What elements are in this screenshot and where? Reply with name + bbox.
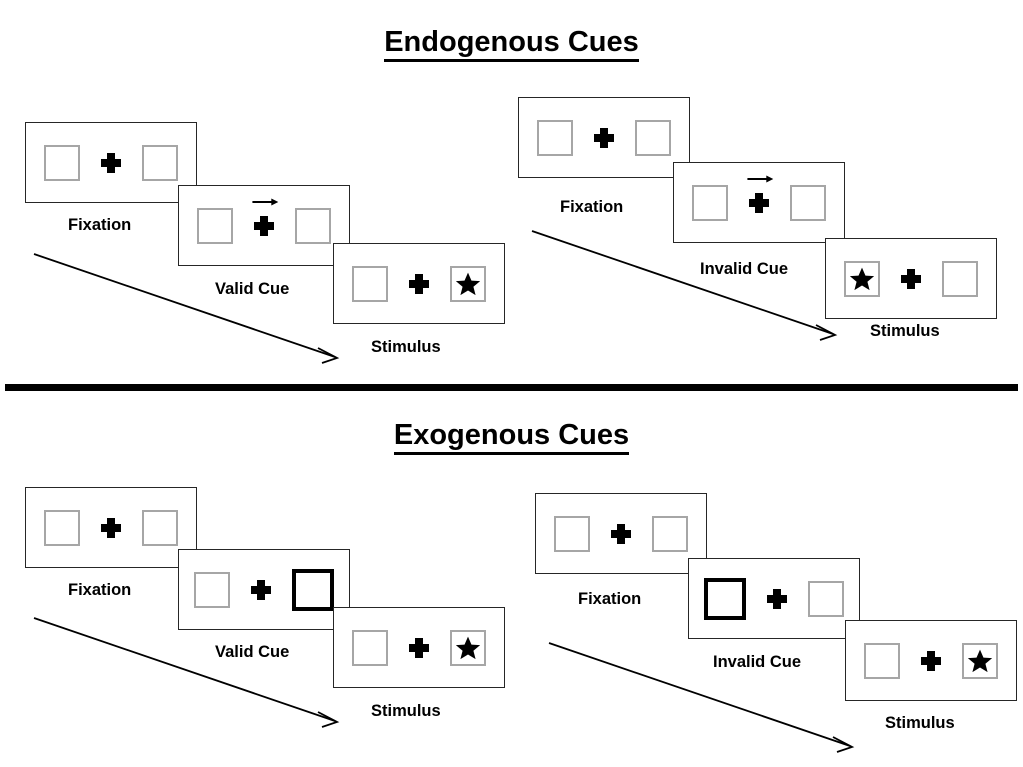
fixation-centre bbox=[248, 579, 274, 600]
time-flow-arrow-icon bbox=[33, 253, 340, 364]
section-divider bbox=[5, 384, 1018, 391]
panel-exogenous-valid-fixation[interactable] bbox=[25, 487, 197, 568]
plus-icon bbox=[409, 273, 429, 294]
placeholder-box-right bbox=[142, 144, 178, 181]
placeholder-box-right bbox=[808, 580, 844, 617]
plus-icon bbox=[594, 127, 614, 148]
placeholder-box-right bbox=[942, 260, 978, 297]
section-title-endogenous: Endogenous Cues bbox=[0, 26, 1023, 62]
section-title-exogenous: Exogenous Cues bbox=[0, 419, 1023, 455]
placeholder-box-left bbox=[44, 509, 80, 546]
plus-icon bbox=[767, 588, 787, 609]
time-flow-arrow-icon bbox=[548, 642, 855, 753]
time-flow-arrow-icon bbox=[531, 230, 838, 341]
panel-content bbox=[864, 642, 998, 679]
fixation-centre bbox=[591, 127, 617, 148]
fixation-centre bbox=[898, 268, 924, 289]
star-icon bbox=[849, 267, 875, 290]
panel-exogenous-invalid-stimulus[interactable] bbox=[845, 620, 1017, 701]
arrow-right-icon bbox=[252, 198, 279, 205]
panel-endogenous-invalid-fixation[interactable] bbox=[518, 97, 690, 178]
caption-endogenous-invalid-fixation: Fixation bbox=[560, 198, 624, 216]
panel-content bbox=[844, 260, 978, 297]
panel-content bbox=[692, 175, 826, 221]
placeholder-box-right-cued bbox=[292, 568, 334, 611]
fixation-centre bbox=[251, 198, 279, 236]
panel-content bbox=[352, 629, 486, 666]
panel-content bbox=[537, 119, 671, 156]
panel-endogenous-invalid-cue[interactable] bbox=[673, 162, 845, 243]
fixation-centre bbox=[746, 175, 774, 213]
plus-icon bbox=[409, 637, 429, 658]
caption-endogenous-invalid-cue: Invalid Cue bbox=[700, 260, 789, 278]
star-icon bbox=[455, 636, 481, 659]
caption-exogenous-invalid-fixation: Fixation bbox=[578, 590, 642, 608]
panel-exogenous-invalid-fixation[interactable] bbox=[535, 493, 707, 574]
panel-content bbox=[704, 577, 844, 620]
fixation-centre bbox=[98, 152, 124, 173]
panel-exogenous-valid-stimulus[interactable] bbox=[333, 607, 505, 688]
placeholder-box-right bbox=[142, 509, 178, 546]
placeholder-box-left bbox=[44, 144, 80, 181]
fixation-centre bbox=[406, 273, 432, 294]
panel-content bbox=[194, 568, 334, 611]
panel-content bbox=[44, 509, 178, 546]
caption-exogenous-valid-fixation: Fixation bbox=[68, 581, 132, 599]
caption-exogenous-invalid-cue: Invalid Cue bbox=[713, 653, 802, 671]
plus-icon bbox=[251, 579, 271, 600]
time-flow-arrow-icon bbox=[33, 617, 340, 728]
plus-icon bbox=[901, 268, 921, 289]
star-icon bbox=[967, 649, 993, 672]
panel-exogenous-invalid-cue[interactable] bbox=[688, 558, 860, 639]
placeholder-box-left bbox=[692, 184, 728, 221]
caption-exogenous-valid-cue: Valid Cue bbox=[215, 643, 290, 661]
plus-icon bbox=[611, 523, 631, 544]
placeholder-box-left bbox=[352, 265, 388, 302]
placeholder-box-right bbox=[790, 184, 826, 221]
caption-exogenous-valid-stimulus: Stimulus bbox=[371, 702, 441, 720]
plus-icon bbox=[101, 517, 121, 538]
placeholder-box-right-target bbox=[962, 642, 998, 679]
placeholder-box-left bbox=[194, 571, 230, 608]
section-title-exogenous-text: Exogenous Cues bbox=[393, 419, 630, 455]
panel-content bbox=[554, 515, 688, 552]
caption-endogenous-valid-fixation: Fixation bbox=[68, 216, 132, 234]
caption-endogenous-invalid-stimulus: Stimulus bbox=[870, 322, 940, 340]
panel-content bbox=[44, 144, 178, 181]
caption-endogenous-valid-cue: Valid Cue bbox=[215, 280, 290, 298]
placeholder-box-right bbox=[635, 119, 671, 156]
fixation-centre bbox=[608, 523, 634, 544]
caption-exogenous-invalid-stimulus: Stimulus bbox=[885, 714, 955, 732]
plus-icon bbox=[749, 192, 769, 213]
star-icon bbox=[455, 272, 481, 295]
panel-endogenous-valid-stimulus[interactable] bbox=[333, 243, 505, 324]
fixation-centre bbox=[918, 650, 944, 671]
panel-endogenous-invalid-stimulus[interactable] bbox=[825, 238, 997, 319]
placeholder-box-left-target bbox=[844, 260, 880, 297]
panel-endogenous-valid-fixation[interactable] bbox=[25, 122, 197, 203]
placeholder-box-left bbox=[554, 515, 590, 552]
placeholder-box-left bbox=[352, 629, 388, 666]
plus-icon bbox=[254, 215, 274, 236]
placeholder-box-right bbox=[652, 515, 688, 552]
fixation-centre bbox=[406, 637, 432, 658]
plus-icon bbox=[101, 152, 121, 173]
placeholder-box-left bbox=[537, 119, 573, 156]
panel-content bbox=[352, 265, 486, 302]
placeholder-box-left bbox=[864, 642, 900, 679]
caption-endogenous-valid-stimulus: Stimulus bbox=[371, 338, 441, 356]
placeholder-box-left bbox=[197, 207, 233, 244]
plus-icon bbox=[921, 650, 941, 671]
placeholder-box-right-target bbox=[450, 629, 486, 666]
placeholder-box-right bbox=[295, 207, 331, 244]
arrow-right-icon bbox=[747, 175, 774, 182]
panel-exogenous-valid-cue[interactable] bbox=[178, 549, 350, 630]
placeholder-box-left-cued bbox=[704, 577, 746, 620]
section-title-endogenous-text: Endogenous Cues bbox=[384, 26, 639, 62]
placeholder-box-right-target bbox=[450, 265, 486, 302]
fixation-centre bbox=[98, 517, 124, 538]
panel-content bbox=[197, 198, 331, 244]
fixation-centre bbox=[764, 588, 790, 609]
panel-endogenous-valid-cue[interactable] bbox=[178, 185, 350, 266]
